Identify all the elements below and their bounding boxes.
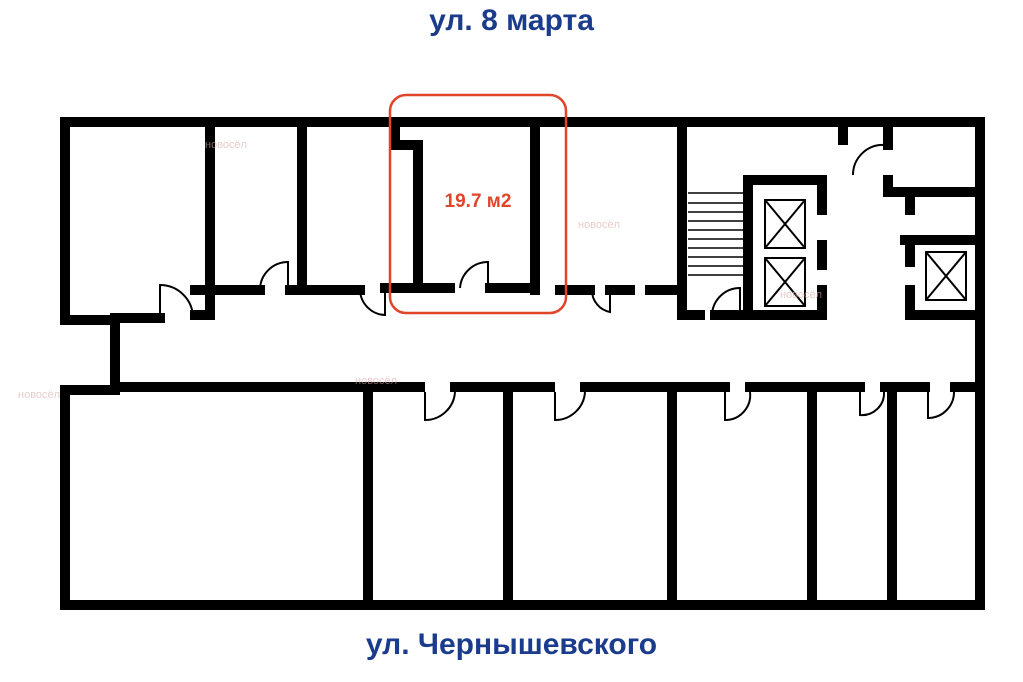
street-label-bottom: ул. Чернышевского [365, 628, 658, 661]
watermark: новосёл [355, 375, 397, 387]
door-arc [724, 391, 752, 422]
door-arc [927, 391, 955, 420]
street-label-top: ул. 8 марта [429, 4, 594, 37]
door-arc [159, 283, 194, 319]
door-arc [424, 391, 456, 422]
door-arc [711, 286, 741, 316]
watermarks: новосёл новосёл новосёл новосёл новосёл [18, 139, 822, 401]
watermark: новосёл [18, 389, 60, 401]
door-arc [554, 391, 586, 422]
right-rooms [838, 117, 980, 320]
door-arc [590, 289, 611, 314]
room-area-label: 19.7 м2 [445, 191, 512, 212]
elevator-icon [764, 257, 806, 307]
elevator-block [735, 175, 827, 320]
door-arc [259, 260, 289, 291]
watermark: новосёл [205, 139, 247, 151]
left-room-wall [190, 117, 215, 320]
walls [60, 117, 985, 610]
selected-room-highlight[interactable] [388, 93, 568, 315]
watermark: новосёл [780, 289, 822, 301]
stairs [688, 192, 744, 276]
elevators [764, 199, 967, 307]
bottom-partitions [363, 382, 897, 610]
door-arc [859, 391, 886, 417]
elevator-icon [764, 199, 806, 249]
doors [159, 143, 955, 422]
elevator-icon [925, 251, 967, 301]
partition [297, 117, 745, 320]
door-arc [359, 288, 386, 317]
door-arc [851, 143, 886, 176]
outer-wall [60, 117, 985, 610]
door-arc [459, 260, 489, 289]
watermark: новосёл [578, 219, 620, 231]
